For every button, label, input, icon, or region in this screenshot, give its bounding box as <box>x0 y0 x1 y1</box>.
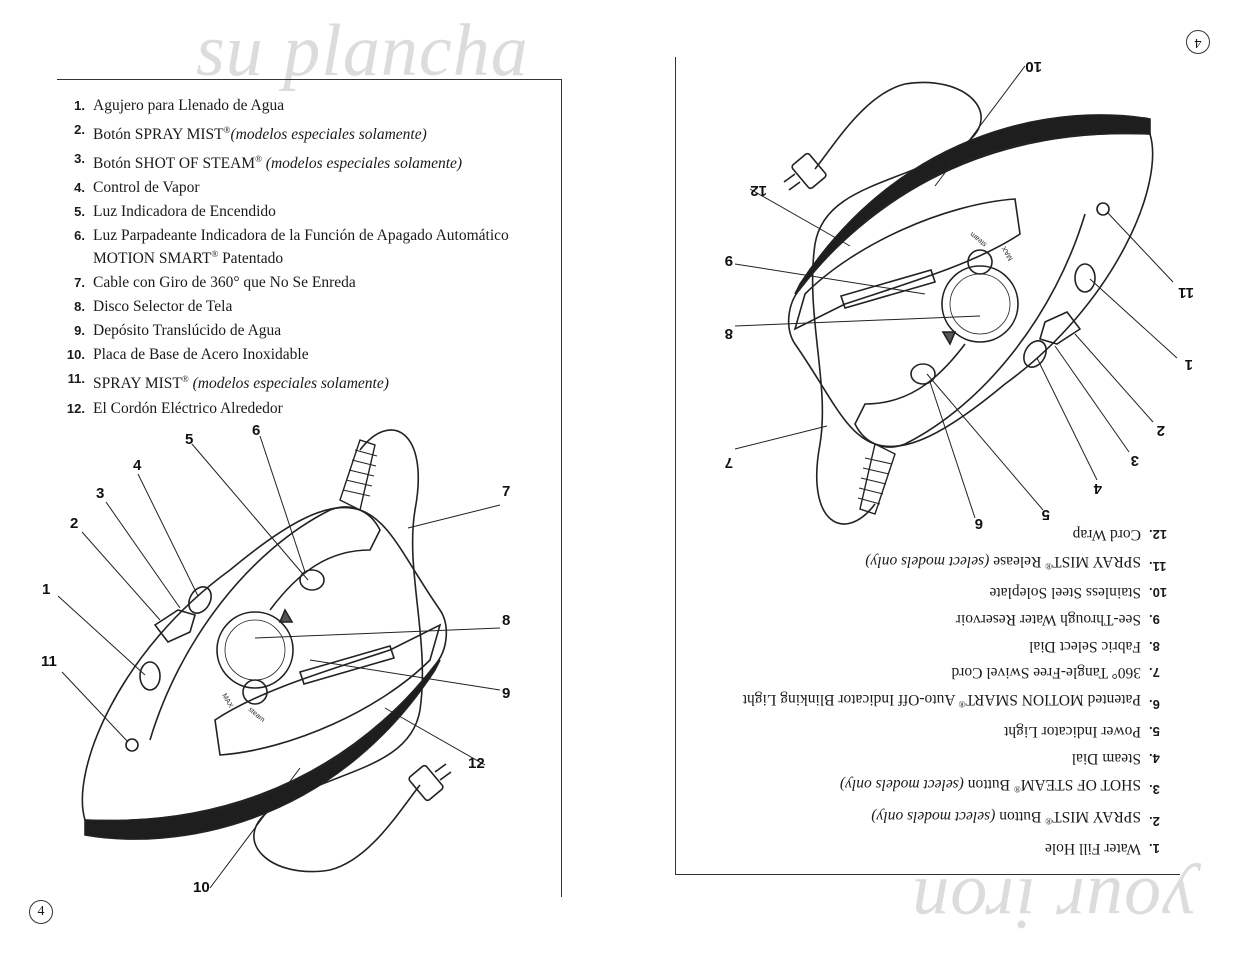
list-item: 10.Placa de Base de Acero Inoxidable <box>66 346 309 364</box>
list-item: 4.Steam Dial <box>1071 749 1160 767</box>
power-light-icon <box>910 363 936 385</box>
spray-mist-button-icon <box>1039 311 1082 345</box>
list-item: 2.SPRAY MIST® Button (select models only… <box>871 808 1160 830</box>
plug-icon <box>408 764 444 802</box>
shot-of-steam-button-icon <box>188 586 212 614</box>
list-item: 1.Water Fill Hole <box>1044 840 1160 857</box>
callout-9: 9 <box>502 685 510 702</box>
list-item: 1.Agujero para Llenado de Agua <box>74 97 285 114</box>
parts-list-english: 1.Water Fill Hole 2.SPRAY MIST® Button (… <box>655 516 1175 857</box>
callout-7: 7 <box>725 454 733 471</box>
list-item: 6.Patented MOTION SMART® Auto-Off Indica… <box>742 691 1160 713</box>
top-rule <box>57 79 562 80</box>
list-item: 3.SHOT OF STEAM® Button (select models o… <box>839 776 1160 798</box>
water-reservoir <box>793 198 1021 331</box>
callout-8: 8 <box>502 612 510 629</box>
page-number: 4 <box>1186 30 1210 54</box>
ghost-title-spanish: su plancha <box>196 10 529 92</box>
steam-button-icon <box>242 679 268 705</box>
list-item: 6.Luz Parpadeante Indicadora de la Funci… <box>74 227 509 268</box>
right-rule <box>561 79 562 897</box>
spray-mist-button-icon <box>153 609 196 643</box>
list-item: 8.Fabric Select Dial <box>1029 637 1160 655</box>
callout-7: 7 <box>502 483 510 500</box>
ghost-title-english: your iron <box>911 862 1195 944</box>
dial-max-label: MAX <box>1001 245 1015 262</box>
steam-button-icon <box>967 249 993 275</box>
page-number: 4 <box>29 900 53 924</box>
plug-icon <box>791 152 827 190</box>
callout-11: 11 <box>41 653 57 670</box>
list-item: 11.SPRAY MIST® Release (select models on… <box>865 552 1167 574</box>
list-item: 7.360° Tangle-Free Swivel Cord <box>951 664 1160 682</box>
callout-4: 4 <box>133 457 142 474</box>
list-item: 7.Cable con Giro de 360° que No Se Enred… <box>74 274 356 292</box>
callout-1: 1 <box>1185 356 1193 373</box>
callout-10: 10 <box>1025 58 1042 75</box>
list-item: 5.Luz Indicadora de Encendido <box>74 203 276 221</box>
iron-body <box>787 132 1154 448</box>
callout-3: 3 <box>96 485 104 502</box>
spray-nozzle-icon <box>125 738 139 752</box>
power-cord <box>253 429 424 873</box>
list-item: 11.SPRAY MIST® (modelos especiales solam… <box>67 371 389 393</box>
callout-10: 10 <box>193 879 210 896</box>
callout-8: 8 <box>725 325 733 342</box>
list-item: 10.Stainless Steel Soleplate <box>989 584 1168 602</box>
callout-2: 2 <box>70 515 78 532</box>
dial-steam-label: steam <box>969 230 988 248</box>
callout-12: 12 <box>468 755 485 772</box>
iron-diagram: MAX steam 1 2 3 4 5 6 7 8 9 10 11 12 <box>41 422 510 896</box>
iron-body <box>81 506 448 822</box>
list-item: 2.Botón SPRAY MIST®(modelos especiales s… <box>74 122 427 144</box>
callout-12: 12 <box>750 182 767 199</box>
list-item: 3.Botón SHOT OF STEAM® (modelos especial… <box>74 151 463 173</box>
spray-nozzle-icon <box>1096 202 1110 216</box>
callout-3: 3 <box>1131 452 1139 469</box>
parts-list-spanish: 1.Agujero para Llenado de Agua 2.Botón S… <box>56 97 556 424</box>
left-page: su plancha 1.Agujero para Llenado de Agu… <box>0 0 617 954</box>
top-rule <box>675 874 1180 875</box>
list-item: 9.Depósito Translúcido de Agua <box>74 322 282 340</box>
water-reservoir <box>214 623 442 756</box>
callout-5: 5 <box>185 431 193 448</box>
fabric-dial-icon <box>216 611 294 689</box>
callout-1: 1 <box>42 581 50 598</box>
callout-4: 4 <box>1093 480 1102 497</box>
list-item: 9.See-Through Water Reservoir <box>955 611 1160 629</box>
callout-6: 6 <box>252 422 260 439</box>
dial-steam-label: steam <box>247 706 266 724</box>
shot-of-steam-button-icon <box>1023 340 1047 368</box>
fabric-dial-icon <box>941 265 1019 343</box>
list-item: 4.Control de Vapor <box>74 179 200 197</box>
dial-max-label: MAX <box>220 693 234 710</box>
callout-5: 5 <box>1042 506 1050 523</box>
power-cord <box>811 81 982 525</box>
callout-9: 9 <box>725 252 733 269</box>
iron-diagram: MAX steam 1 2 3 4 5 6 7 8 9 10 11 12 <box>725 58 1194 532</box>
callout-6: 6 <box>975 515 983 532</box>
right-page: your iron 1.Water Fill Hole 2.SPRAY MIST… <box>618 0 1235 954</box>
list-item: 12.El Cordón Eléctrico Alrededor <box>66 399 283 417</box>
list-item: 8.Disco Selector de Tela <box>74 298 233 316</box>
callout-2: 2 <box>1157 422 1165 439</box>
callout-11: 11 <box>1178 284 1194 301</box>
power-light-icon <box>299 569 325 591</box>
list-item: 5.Power Indicator Light <box>1004 722 1160 740</box>
